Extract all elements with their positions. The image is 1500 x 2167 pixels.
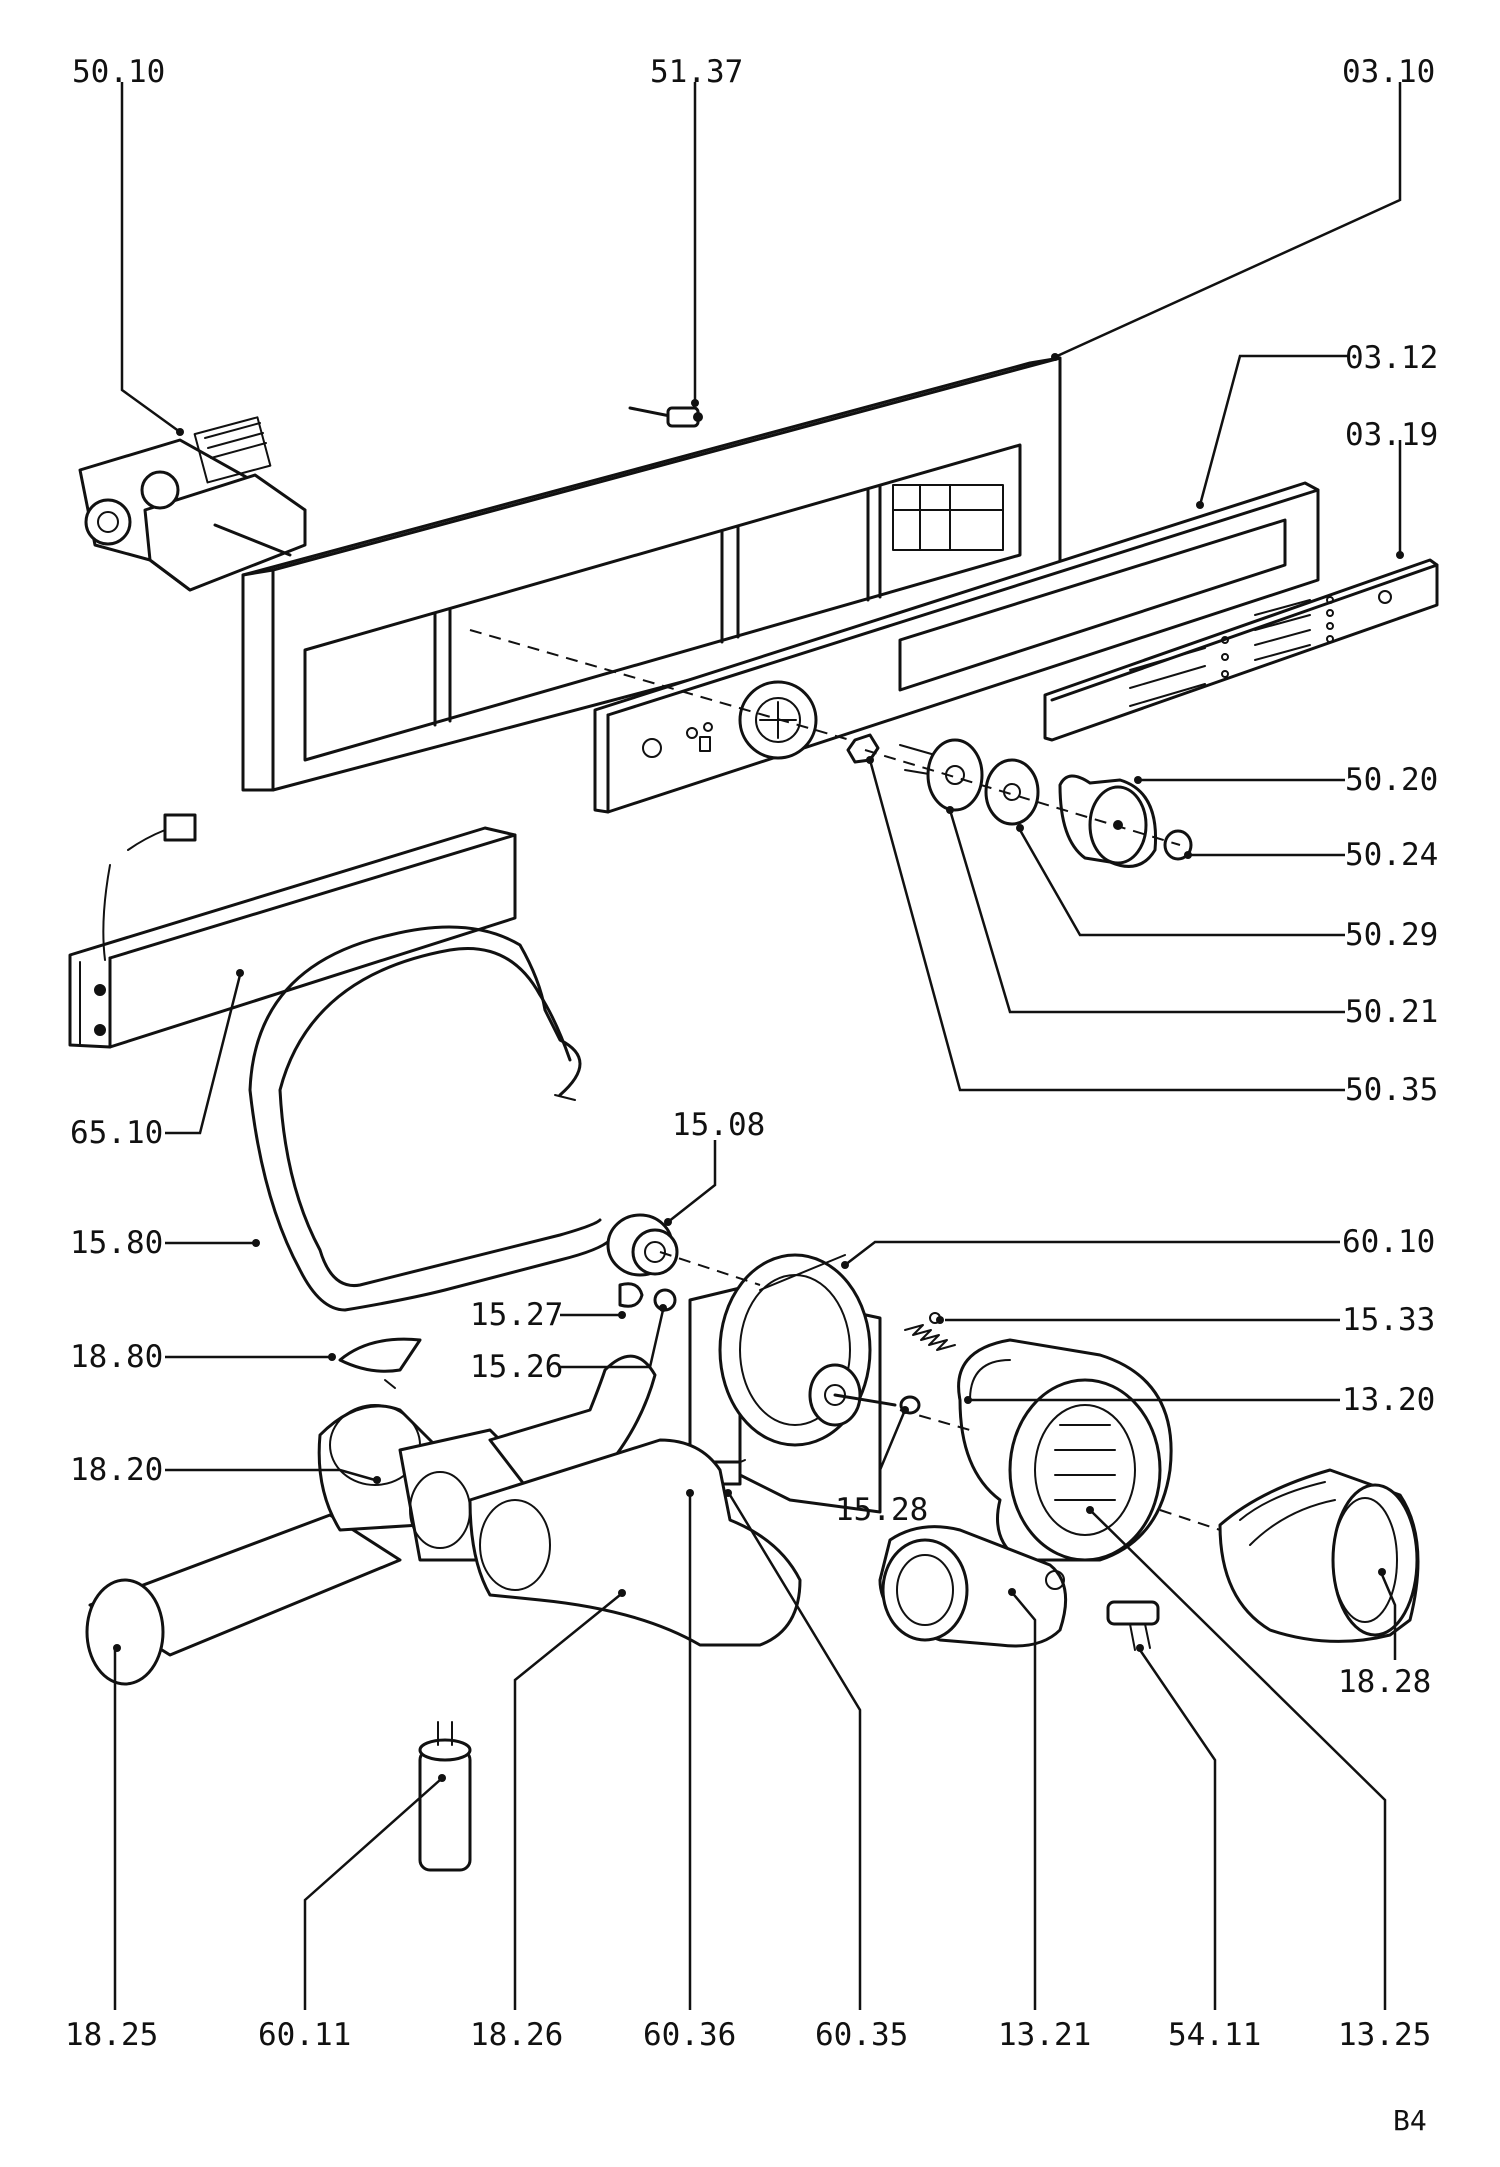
label-65-10: 65.10 <box>70 1115 163 1151</box>
label-18-20: 18.20 <box>70 1452 163 1488</box>
label-60-35: 60.35 <box>815 2017 908 2053</box>
thermostat-54-11 <box>1106 1600 1160 1651</box>
label-15-33: 15.33 <box>1342 1302 1435 1338</box>
label-03-10: 03.10 <box>1342 54 1435 90</box>
motor-60-10 <box>688 1253 897 1514</box>
label-50-21: 50.21 <box>1345 994 1438 1030</box>
label-50-35: 50.35 <box>1345 1072 1438 1108</box>
label-18-26: 18.26 <box>470 2017 563 2053</box>
label-60-36: 60.36 <box>643 2017 736 2053</box>
label-60-10: 60.10 <box>1342 1224 1435 1260</box>
pulley-15-08 <box>606 1213 679 1312</box>
label-strip-03-19 <box>1043 558 1439 742</box>
label-13-20: 13.20 <box>1342 1382 1435 1418</box>
label-54-11: 54.11 <box>1168 2017 1261 2053</box>
leader-lines <box>113 82 1404 2010</box>
label-50-10: 50.10 <box>72 54 165 90</box>
sleeve-18-28 <box>1218 1468 1420 1643</box>
label-15-08: 15.08 <box>672 1107 765 1143</box>
label-18-28: 18.28 <box>1338 1664 1431 1700</box>
spring-15-33 <box>899 1312 956 1415</box>
fan-housing-13-20 <box>957 1338 1173 1562</box>
duct-system <box>85 1354 802 1686</box>
housing-13-21 <box>878 1525 1068 1648</box>
heater-65-10 <box>68 813 517 1049</box>
front-panel-03-10 <box>241 356 1062 792</box>
label-51-37: 51.37 <box>650 54 743 90</box>
clip-18-80 <box>338 1337 422 1389</box>
page-reference: B4 <box>1393 2104 1427 2137</box>
timer-switch-50-10 <box>78 416 307 592</box>
label-18-80: 18.80 <box>70 1339 163 1375</box>
label-18-25: 18.25 <box>65 2017 158 2053</box>
knob-assembly <box>846 733 1193 868</box>
label-50-20: 50.20 <box>1345 762 1438 798</box>
label-03-19: 03.19 <box>1345 417 1438 453</box>
belt-15-80 <box>248 925 612 1312</box>
label-15-28: 15.28 <box>835 1492 928 1528</box>
label-15-26: 15.26 <box>470 1349 563 1385</box>
capacitor-60-11 <box>418 1721 472 1872</box>
label-15-80: 15.80 <box>70 1225 163 1261</box>
label-13-21: 13.21 <box>998 2017 1091 2053</box>
label-50-29: 50.29 <box>1345 917 1438 953</box>
label-50-24: 50.24 <box>1345 837 1438 873</box>
pin-51-37 <box>628 406 703 428</box>
label-15-27: 15.27 <box>470 1297 563 1333</box>
label-60-11: 60.11 <box>258 2017 351 2053</box>
label-03-12: 03.12 <box>1345 340 1438 376</box>
label-13-25: 13.25 <box>1338 2017 1431 2053</box>
